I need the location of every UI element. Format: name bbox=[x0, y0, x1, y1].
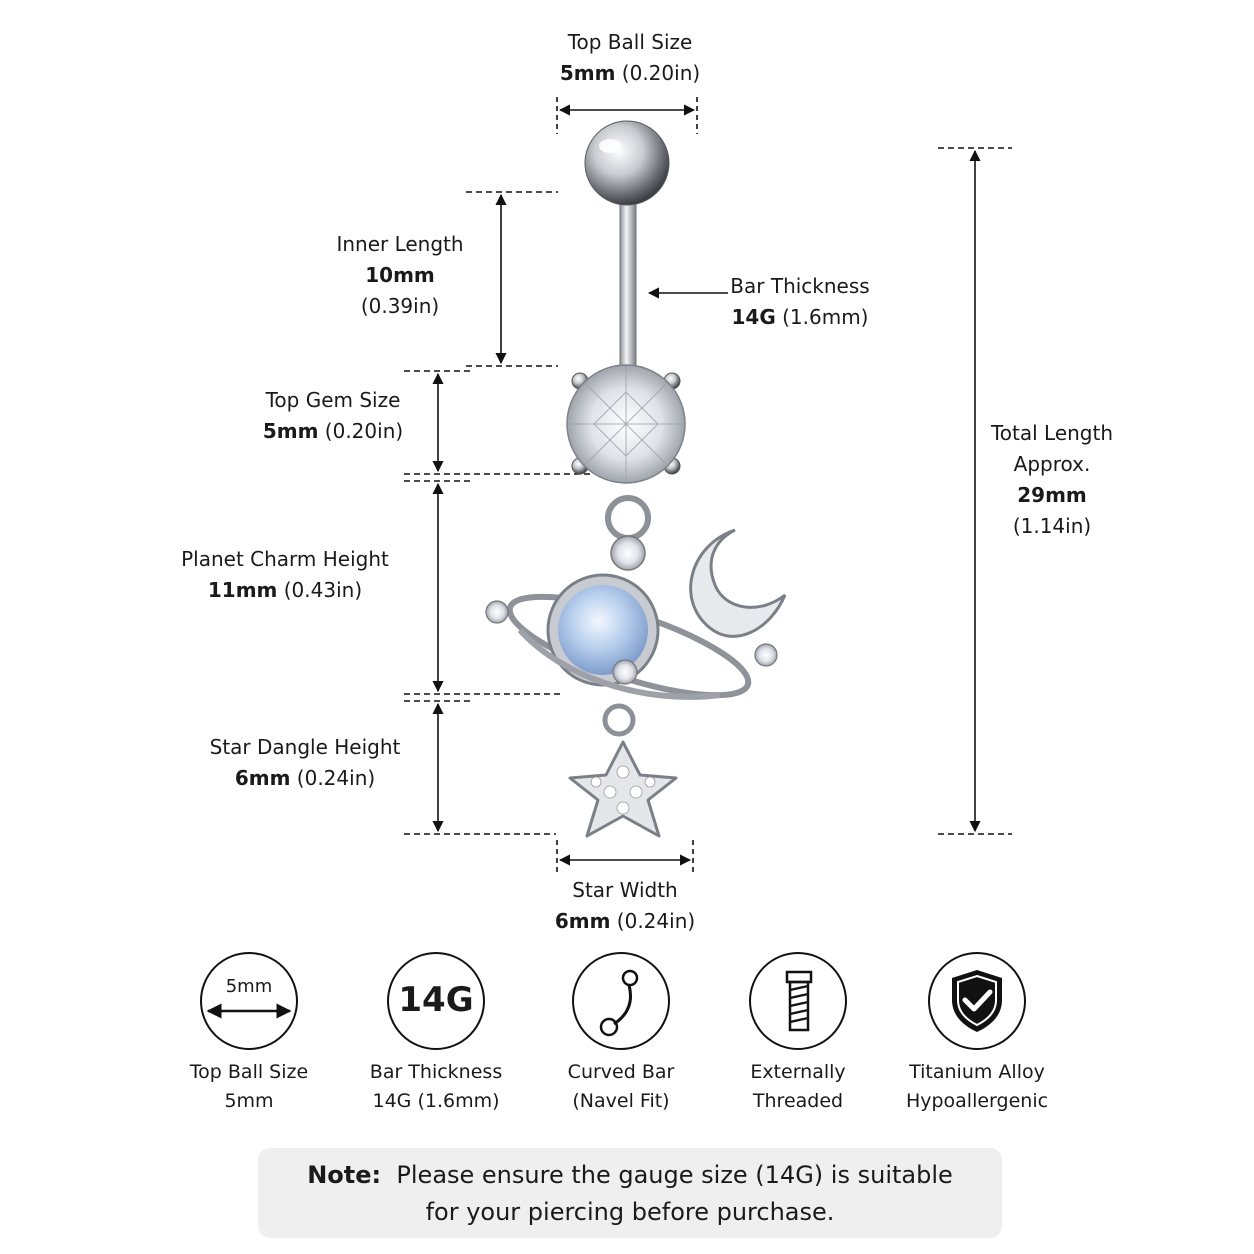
bar-thickness-value: 14G bbox=[731, 305, 776, 329]
bar-thickness-label: Bar Thickness 14G (1.6mm) bbox=[725, 271, 875, 333]
total-length-title: Total Length bbox=[990, 421, 1114, 445]
star-width-label: Star Width 6mm (0.24in) bbox=[525, 875, 725, 937]
total-length-value: 29mm bbox=[1017, 483, 1087, 507]
ball-size-caption: Top Ball Size 5mm bbox=[149, 1058, 349, 1116]
top-ball-imperial: (0.20in) bbox=[621, 61, 701, 85]
dimension-lines bbox=[404, 97, 1012, 876]
star-dangle-title: Star Dangle Height bbox=[209, 735, 401, 759]
screw-thread-icon bbox=[749, 952, 847, 1050]
belly-ring-illustration bbox=[404, 97, 1012, 876]
planet-charm-imperial: (0.43in) bbox=[283, 578, 363, 602]
top-gem-label: Top Gem Size 5mm (0.20in) bbox=[233, 385, 433, 447]
jewelry bbox=[485, 120, 787, 838]
shield-check-caption-line1: Titanium Alloy bbox=[909, 1061, 1045, 1083]
planet-charm-value: 11mm bbox=[207, 578, 278, 602]
gauge-icon: 14G bbox=[387, 952, 485, 1050]
total-length-approx: Approx. bbox=[1013, 452, 1091, 476]
bar-thickness-title: Bar Thickness bbox=[730, 274, 870, 298]
gauge-caption-line2: 14G (1.6mm) bbox=[372, 1090, 500, 1112]
star-dangle-imperial: (0.24in) bbox=[296, 766, 376, 790]
bar-thickness-imperial: (1.6mm) bbox=[782, 305, 869, 329]
star-dangle-value: 6mm bbox=[234, 766, 291, 790]
top-ball-title: Top Ball Size bbox=[567, 30, 693, 54]
planet-charm-title: Planet Charm Height bbox=[181, 547, 389, 571]
total-length-label: Total Length Approx. 29mm (1.14in) bbox=[977, 418, 1127, 542]
gauge-caption: Bar Thickness 14G (1.6mm) bbox=[336, 1058, 536, 1116]
shield-check-icon bbox=[928, 952, 1026, 1050]
curved-bar-caption-line2: (Navel Fit) bbox=[572, 1090, 670, 1112]
star-width-value: 6mm bbox=[554, 909, 611, 933]
ball-size-icon: 5mm bbox=[200, 952, 298, 1050]
gauge-caption-line1: Bar Thickness bbox=[369, 1061, 503, 1083]
note-line1: Please ensure the gauge size (14G) is su… bbox=[396, 1161, 953, 1189]
gauge-icon-text: 14G bbox=[398, 980, 474, 1020]
top-gem-title: Top Gem Size bbox=[265, 388, 401, 412]
inner-length-value: 10mm bbox=[365, 263, 435, 287]
star-width-title: Star Width bbox=[572, 878, 678, 902]
inner-length-imperial: (0.39in) bbox=[360, 294, 440, 318]
top-ball-label: Top Ball Size 5mm (0.20in) bbox=[505, 27, 755, 89]
curved-bar-caption-line1: Curved Bar bbox=[567, 1061, 675, 1083]
note-box: Note: Please ensure the gauge size (14G)… bbox=[258, 1148, 1002, 1238]
ball-size-caption-line2: 5mm bbox=[224, 1090, 274, 1112]
ball-size-caption-line1: Top Ball Size bbox=[189, 1061, 309, 1083]
screw-thread-caption: Externally Threaded bbox=[698, 1058, 898, 1116]
inner-length-label: Inner Length 10mm (0.39in) bbox=[300, 229, 500, 322]
screw-thread-caption-line1: Externally bbox=[750, 1061, 846, 1083]
curved-bar-caption: Curved Bar (Navel Fit) bbox=[521, 1058, 721, 1116]
star-dangle-label: Star Dangle Height 6mm (0.24in) bbox=[195, 732, 415, 794]
top-gem-value: 5mm bbox=[262, 419, 319, 443]
shield-check-caption-line2: Hypoallergenic bbox=[905, 1090, 1049, 1112]
total-length-imperial: (1.14in) bbox=[1012, 514, 1092, 538]
top-ball-value: 5mm bbox=[559, 61, 616, 85]
note-line2: for your piercing before purchase. bbox=[425, 1198, 835, 1226]
top-gem-imperial: (0.20in) bbox=[324, 419, 404, 443]
shield-check-caption: Titanium Alloy Hypoallergenic bbox=[877, 1058, 1077, 1116]
ball-size-icon-text: 5mm bbox=[225, 976, 273, 997]
inner-length-title: Inner Length bbox=[336, 232, 464, 256]
note-prefix: Note: bbox=[307, 1161, 382, 1189]
screw-thread-caption-line2: Threaded bbox=[752, 1090, 844, 1112]
star-width-imperial: (0.24in) bbox=[616, 909, 696, 933]
curved-bar-icon bbox=[572, 952, 670, 1050]
planet-charm-label: Planet Charm Height 11mm (0.43in) bbox=[170, 544, 400, 606]
